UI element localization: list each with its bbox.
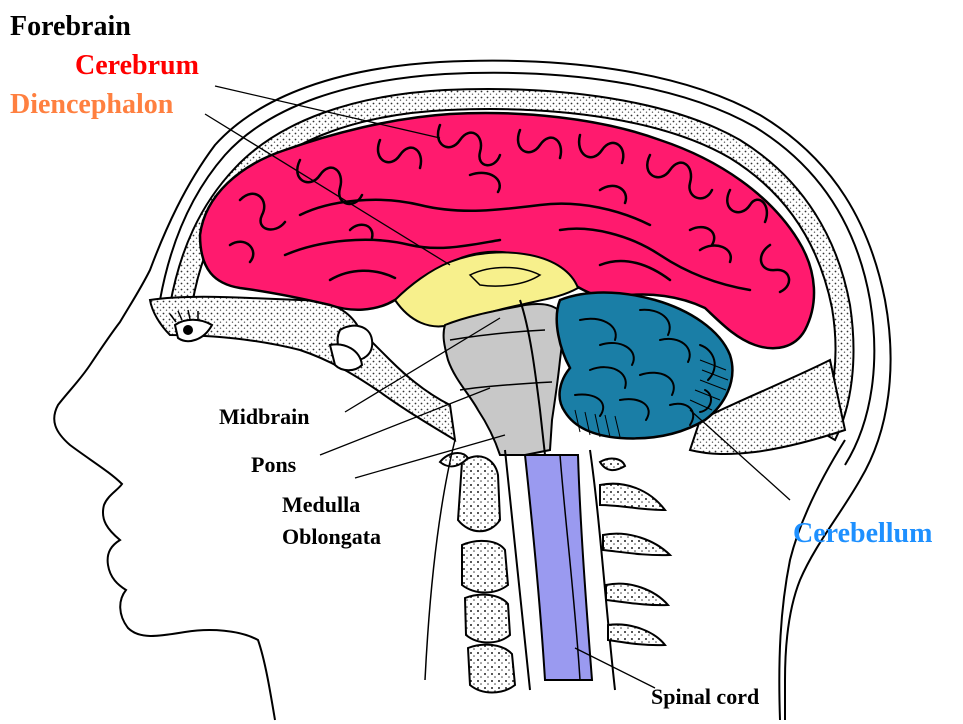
cerebellum-folia	[574, 308, 716, 426]
neck-back	[778, 439, 846, 721]
label-forebrain: Forebrain	[10, 11, 131, 42]
label-cerebellum: Cerebellum	[793, 518, 933, 549]
atlas-fragment	[598, 457, 627, 472]
leader-cerebrum	[214, 85, 441, 139]
leader-diencephalon	[204, 113, 451, 266]
brainstem-divider	[449, 329, 553, 391]
skull-base	[148, 295, 457, 442]
leader-medulla	[354, 434, 506, 479]
occipital-base	[688, 358, 847, 456]
scalp-line	[159, 71, 876, 466]
vertebrae-anterior	[456, 455, 517, 694]
label-medulla-line1: Medulla	[282, 492, 361, 517]
leader-cerebellum	[689, 409, 791, 501]
spinal-sheath	[504, 449, 616, 691]
cerebrum	[198, 111, 816, 350]
label-pons: Pons	[251, 452, 297, 477]
eyelashes	[169, 309, 199, 323]
eye	[173, 318, 214, 343]
label-spinal-cord: Spinal cord	[651, 684, 760, 709]
cerebrum-gyri	[228, 123, 791, 294]
label-diencephalon: Diencephalon	[10, 89, 174, 120]
label-medulla-line2: Oblongata	[282, 524, 382, 549]
leader-midbrain	[344, 317, 501, 413]
leader-spinal-cord	[574, 647, 656, 689]
vertebrae-posterior	[599, 482, 673, 647]
label-midbrain: Midbrain	[219, 404, 310, 429]
leader-pons	[319, 387, 491, 456]
throat-line	[424, 439, 456, 681]
pupil	[183, 325, 193, 335]
label-cerebrum: Cerebrum	[75, 50, 199, 81]
leader-lines	[204, 85, 791, 689]
cerebellum-stripes	[574, 359, 729, 438]
sinus	[328, 343, 364, 372]
diencephalon-inner	[468, 266, 542, 287]
brainstem	[442, 302, 567, 456]
cerebral-aqueduct	[519, 299, 546, 456]
